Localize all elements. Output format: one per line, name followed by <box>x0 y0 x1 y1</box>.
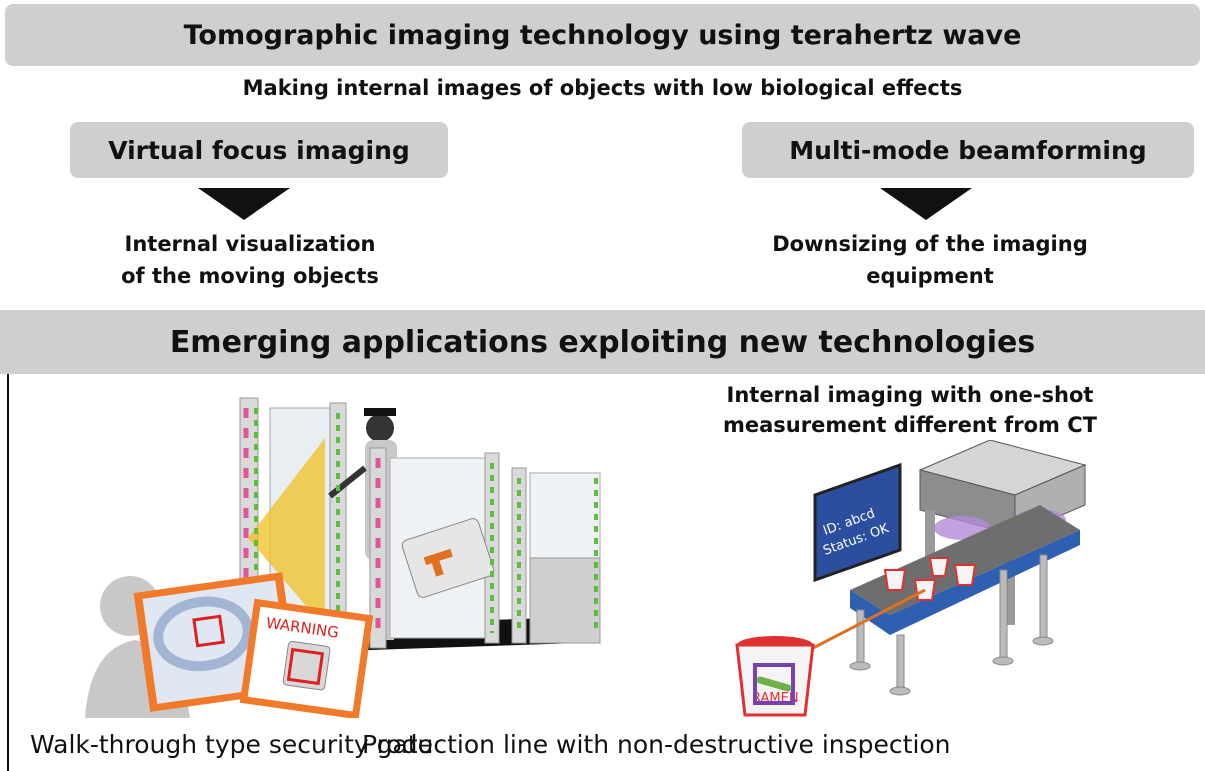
result-line: Internal visualization <box>124 232 376 256</box>
tech-box-multi-mode: Multi-mode beamforming <box>742 122 1194 178</box>
security-gate-illustration: WARNING <box>85 397 601 718</box>
top-banner: Tomographic imaging technology using ter… <box>5 4 1200 66</box>
tech-label: Virtual focus imaging <box>108 135 410 165</box>
status-monitor: ID: abcd Status: OK <box>813 462 902 583</box>
tech-label: Multi-mode beamforming <box>789 135 1147 165</box>
conveyor-legs <box>849 554 1054 696</box>
subtitle: Making internal images of objects with l… <box>242 76 963 100</box>
production-line-illustration: ID: abcd Status: OK R <box>735 440 1087 717</box>
result-multi-mode: Downsizing of the imaging equipment <box>720 228 1140 292</box>
scan-monitor-2: WARNING <box>239 598 374 718</box>
scan-beam <box>248 438 325 628</box>
page-title: Tomographic imaging technology using ter… <box>183 19 1022 51</box>
gate-panel-3 <box>511 467 601 644</box>
divider <box>7 374 9 771</box>
heading-line: measurement different from CT <box>722 413 1097 437</box>
tech-box-virtual-focus: Virtual focus imaging <box>70 122 448 178</box>
heading-line: Internal imaging with one-shot <box>726 383 1094 407</box>
result-line: of the moving objects <box>121 264 379 288</box>
production-line-caption: Production line with non-destructive ins… <box>362 730 951 759</box>
result-virtual-focus: Internal visualization of the moving obj… <box>60 228 440 292</box>
applications-banner: Emerging applications exploiting new tec… <box>0 310 1205 374</box>
production-heading: Internal imaging with one-shot measureme… <box>640 380 1180 440</box>
security-gate-caption: Walk-through type security gate <box>30 730 433 759</box>
magnified-cup: RAMEN <box>735 636 815 717</box>
inspection-box <box>753 663 795 705</box>
result-line: equipment <box>866 264 994 288</box>
result-line: Downsizing of the imaging <box>772 232 1088 256</box>
down-arrow-icon <box>198 188 290 220</box>
down-arrow-icon <box>880 188 972 220</box>
applications-title: Emerging applications exploiting new tec… <box>169 324 1036 360</box>
suitcase <box>401 518 495 598</box>
cups-on-belt <box>883 557 977 601</box>
conveyor-belt <box>850 505 1080 635</box>
